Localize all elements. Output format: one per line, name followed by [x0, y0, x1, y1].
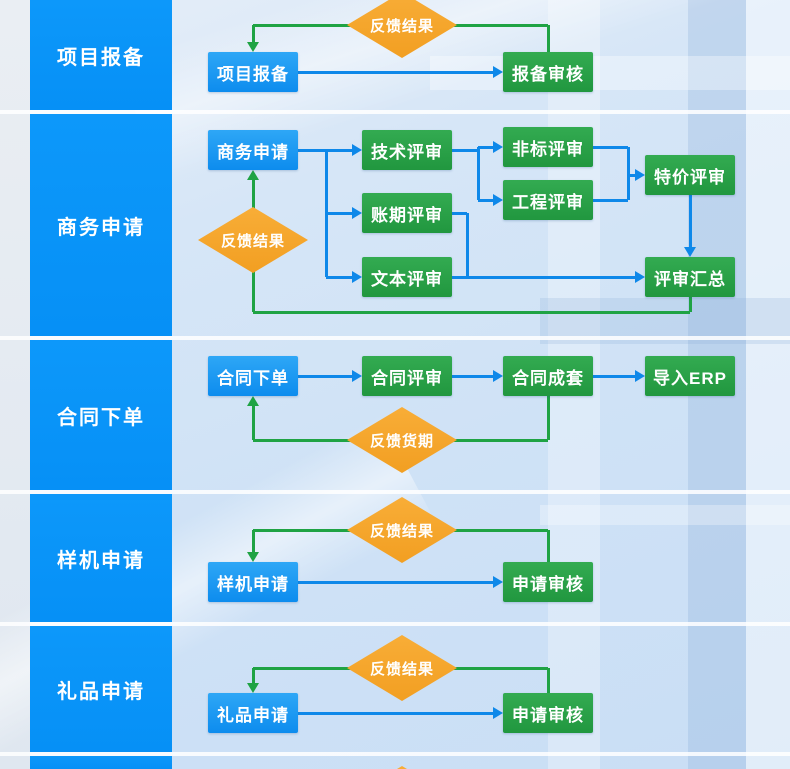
flow-connector	[477, 147, 480, 200]
flow-connector	[593, 199, 628, 202]
flow-box-review-summary: 评审汇总	[645, 257, 735, 297]
flow-arrowhead	[493, 370, 503, 382]
flow-connector	[326, 276, 354, 279]
flow-connector	[452, 276, 637, 279]
sidebar-item-label: 项目报备	[57, 46, 145, 69]
flow-arrowhead	[352, 271, 362, 283]
row-separator	[0, 110, 790, 114]
flow-box-payment-review: 账期评审	[362, 193, 452, 233]
row-separator	[0, 490, 790, 494]
flow-box-contract-review: 合同评审	[362, 356, 452, 396]
flow-connector	[547, 396, 550, 440]
sidebar-item-gift-apply: 礼品申请	[30, 626, 172, 752]
flow-arrowhead	[247, 683, 259, 693]
flow-arrowhead	[352, 207, 362, 219]
flow-connector	[452, 212, 467, 215]
flow-arrowhead	[352, 370, 362, 382]
flow-connector	[547, 25, 550, 52]
flow-connector	[452, 149, 478, 152]
flow-connector	[326, 212, 354, 215]
sidebar-item-project-filing: 项目报备	[30, 0, 172, 110]
flow-box-apply-review: 申请审核	[503, 693, 593, 733]
flow-box-special-review: 特价评审	[645, 155, 735, 195]
flow-connector	[298, 71, 494, 74]
flow-arrowhead	[635, 370, 645, 382]
flow-connector	[252, 668, 255, 683]
flow-connector	[478, 199, 495, 202]
flow-arrowhead	[493, 66, 503, 78]
flow-connector	[252, 530, 255, 552]
sidebar-item-contract-order: 合同下单	[30, 340, 172, 490]
flow-connector	[593, 146, 628, 149]
sidebar-item-label: 样机申请	[57, 549, 145, 572]
flow-arrowhead	[635, 169, 645, 181]
flow-box-gift-apply: 礼品申请	[208, 693, 298, 733]
flow-arrowhead	[635, 271, 645, 283]
sidebar-item-business-apply: 商务申请	[30, 114, 172, 336]
flow-box-contract-order: 合同下单	[208, 356, 298, 396]
sidebar-item-prototype-apply: 样机申请	[30, 494, 172, 622]
background-left-strip	[0, 0, 30, 769]
flow-connector	[253, 311, 690, 314]
flow-box-prototype-apply: 样机申请	[208, 562, 298, 602]
flow-box-eng-review: 工程评审	[503, 180, 593, 220]
flow-connector	[298, 581, 495, 584]
flow-arrowhead	[247, 42, 259, 52]
sidebar-item-partial-row	[30, 756, 172, 769]
flow-connector	[628, 174, 637, 177]
flow-connector	[298, 375, 354, 378]
flow-connector	[298, 712, 495, 715]
flow-connector	[689, 195, 692, 249]
flow-connector	[466, 213, 469, 277]
flow-box-nonstd-review: 非标评审	[503, 127, 593, 167]
flow-arrowhead	[493, 707, 503, 719]
flow-connector	[627, 147, 630, 200]
flow-box-business-apply: 商务申请	[208, 130, 298, 170]
feedback-diamond: 反馈结果	[347, 0, 457, 58]
flow-arrowhead	[247, 170, 259, 180]
flow-box-text-review: 文本评审	[362, 257, 452, 297]
flow-connector	[547, 668, 550, 693]
feedback-diamond: 反馈结果	[347, 497, 457, 563]
flow-box-filing-review: 报备审核	[503, 52, 593, 92]
flow-connector	[452, 375, 495, 378]
sidebar-item-label: 商务申请	[57, 216, 145, 239]
flow-arrowhead	[684, 247, 696, 257]
background-pane-light-horizontal	[540, 505, 790, 525]
flow-connector	[252, 404, 255, 440]
flow-arrowhead	[247, 396, 259, 406]
row-separator	[0, 752, 790, 756]
flow-connector	[689, 297, 692, 312]
feedback-diamond: 反馈货期	[347, 407, 457, 473]
flow-connector	[547, 530, 550, 562]
feedback-diamond: 反馈结果	[198, 207, 308, 273]
flow-connector	[478, 146, 495, 149]
flow-arrowhead	[493, 194, 503, 206]
flow-arrowhead	[352, 144, 362, 156]
flow-box-tech-review: 技术评审	[362, 130, 452, 170]
flow-connector	[252, 25, 255, 44]
flow-arrowhead	[493, 576, 503, 588]
flow-box-contract-set: 合同成套	[503, 356, 593, 396]
flow-connector	[593, 375, 637, 378]
row-separator	[0, 336, 790, 340]
sidebar-item-label: 合同下单	[57, 406, 145, 429]
flow-box-apply-review: 申请审核	[503, 562, 593, 602]
flow-arrowhead	[493, 141, 503, 153]
background-pane-light-vertical	[746, 0, 790, 769]
flow-box-erp-import: 导入ERP	[645, 356, 735, 396]
sidebar-item-label: 礼品申请	[57, 680, 145, 703]
row-separator	[0, 622, 790, 626]
feedback-diamond: 反馈结果	[347, 635, 457, 701]
flow-arrowhead	[247, 552, 259, 562]
flow-box-project-filing: 项目报备	[208, 52, 298, 92]
